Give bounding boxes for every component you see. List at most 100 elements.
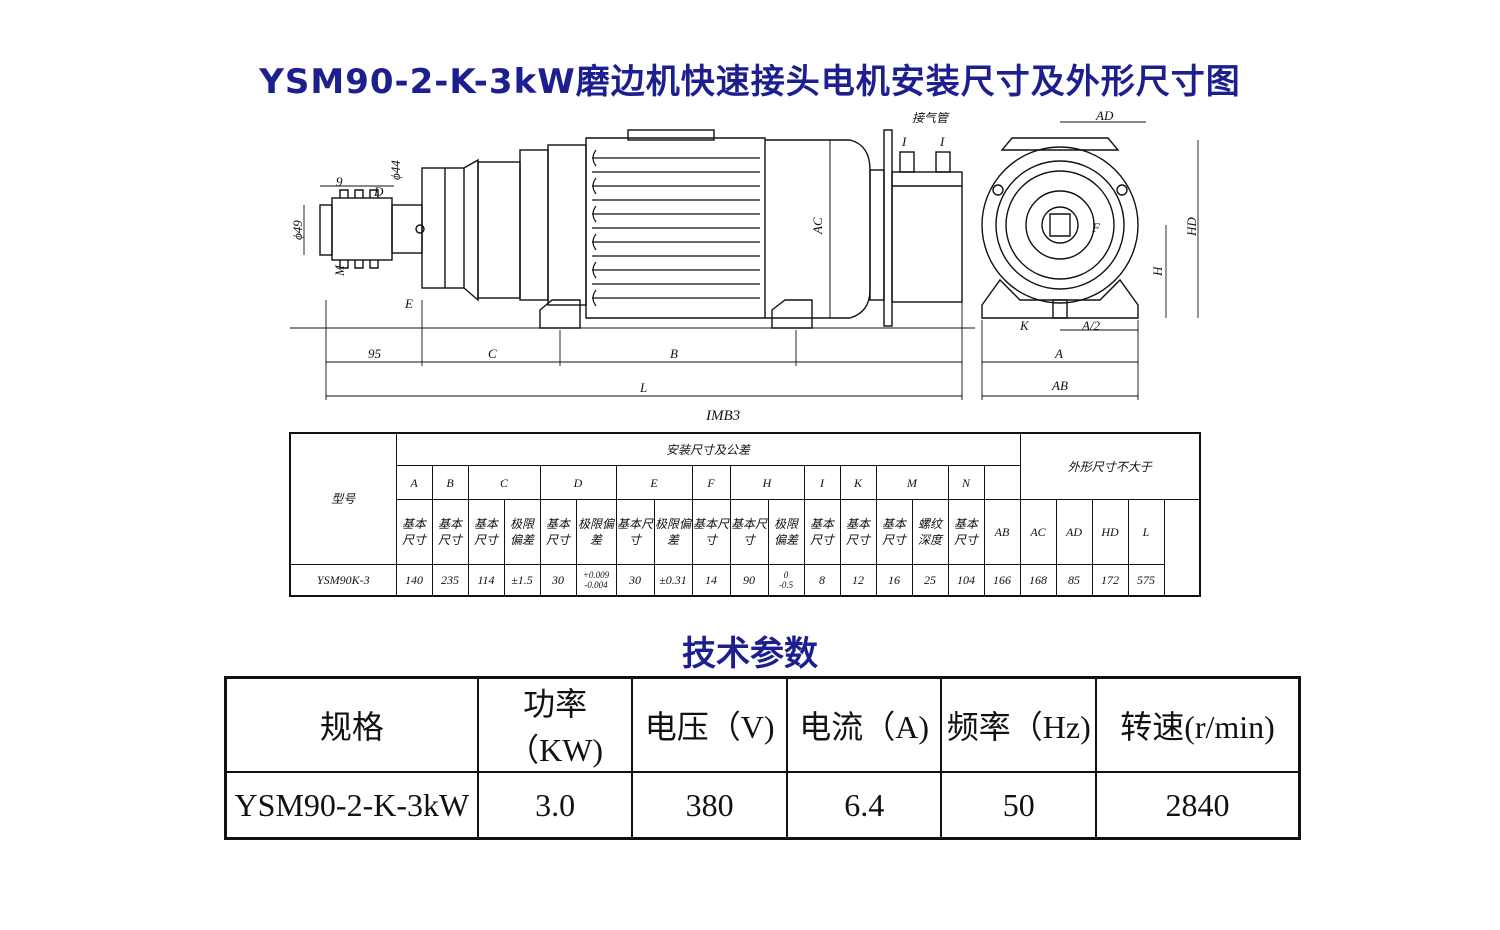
dim-ab-label: AB: [1051, 378, 1068, 393]
cell-ab: 166: [983, 564, 1021, 597]
air-pipe-label: 接气管: [912, 111, 950, 125]
col-f: F: [691, 465, 731, 500]
dim-phi49-label: ϕ49: [290, 220, 305, 240]
cell-d-tol-lo: -0.004: [584, 580, 608, 590]
outline-group-header: 外形尺寸不大于: [1019, 432, 1201, 500]
tech-value-spec: YSM90-2-K-3kW: [224, 771, 479, 840]
cell-a: 140: [395, 564, 433, 597]
col-ad: AD: [1055, 499, 1093, 565]
dim-m-label: M: [332, 264, 347, 277]
sub-basic: 基本尺寸: [947, 499, 985, 565]
sub-thread: 螺纹深度: [911, 499, 949, 565]
tech-header-speed: 转速(r/min): [1095, 676, 1301, 773]
table-row: YSM90K-3 140 235 114 ±1.5 30 +0.009-0.00…: [289, 564, 1200, 597]
cell-l: 575: [1127, 564, 1165, 597]
sub-basic: 基本尺寸: [539, 499, 577, 565]
sub-basic: 基本尺寸: [729, 499, 769, 565]
tech-value-power: 3.0: [476, 771, 634, 840]
tech-params-table: 规格 功率（KW) 电压（V) 电流（A) 频率（Hz) 转速(r/min) Y…: [224, 676, 1301, 840]
dim-i-label-1: I: [901, 134, 907, 149]
dim-ad-label: AD: [1095, 108, 1114, 123]
dim-e-label: E: [404, 296, 413, 311]
cell-e-tol: ±0.31: [653, 564, 693, 597]
page-title: YSM90-2-K-3kW磨边机快速接头电机安装尺寸及外形尺寸图: [259, 62, 1241, 102]
tech-header-current: 电流（A): [785, 676, 943, 773]
table-row: YSM90-2-K-3kW 3.0 380 6.4 50 2840: [224, 771, 1301, 840]
tech-header-spec: 规格: [224, 676, 479, 773]
sub-basic: 基本尺寸: [691, 499, 731, 565]
dim-k-label: K: [1019, 318, 1030, 333]
tech-header-row: 规格 功率（KW) 电压（V) 电流（A) 频率（Hz) 转速(r/min): [224, 676, 1301, 773]
dim-hd-label: HD: [1184, 217, 1199, 237]
tech-header-frequency: 频率（Hz): [940, 676, 1098, 773]
col-k: K: [839, 465, 877, 500]
tech-params-title: 技术参数: [682, 634, 818, 674]
cell-hd: 172: [1091, 564, 1129, 597]
col-c: C: [467, 465, 541, 500]
dim-f-label: F: [1091, 220, 1101, 235]
dimension-table: 型号 安装尺寸及公差 外形尺寸不大于 A B C D E F H I K M N…: [289, 432, 1201, 597]
col-h: H: [729, 465, 805, 500]
tech-value-speed: 2840: [1095, 771, 1301, 840]
col-ab: AB: [983, 499, 1021, 565]
sub-basic: 基本尺寸: [431, 499, 469, 565]
col-hd: HD: [1091, 499, 1129, 565]
sub-basic: 基本尺寸: [395, 499, 433, 565]
dim-a-label: A: [1054, 346, 1063, 361]
sub-tol: 极限偏差: [653, 499, 693, 565]
tech-value-voltage: 380: [631, 771, 788, 840]
cell-ac: 168: [1019, 564, 1057, 597]
sub-tol: 极限偏差: [767, 499, 805, 565]
sub-tol: 极限偏差: [575, 499, 617, 565]
cell-f: 14: [691, 564, 731, 597]
motor-drawing: 9 D ϕ44 ϕ49 M E AC I I 接气管 95 C B L AD H…: [290, 108, 1199, 424]
cell-b: 235: [431, 564, 469, 597]
col-d: D: [539, 465, 617, 500]
col-a: A: [395, 465, 433, 500]
sub-basic: 基本尺寸: [875, 499, 913, 565]
cell-d: 30: [539, 564, 577, 597]
dim-ac-label: AC: [810, 217, 825, 235]
cell-h-tol: 0-0.5: [767, 564, 805, 597]
col-i: I: [803, 465, 841, 500]
sub-basic: 基本尺寸: [803, 499, 841, 565]
tech-value-current: 6.4: [785, 771, 943, 840]
cell-ad: 85: [1055, 564, 1093, 597]
col-ac: AC: [1019, 499, 1057, 565]
sub-tol: 极限偏差: [503, 499, 541, 565]
cell-c-tol: ±1.5: [503, 564, 541, 597]
cell-h-tol-hi: 0: [783, 570, 789, 580]
row-model: YSM90K-3: [289, 564, 397, 597]
cell-k: 12: [839, 564, 877, 597]
col-b: B: [431, 465, 469, 500]
col-n: N: [947, 465, 985, 500]
col-l: L: [1127, 499, 1165, 565]
cell-e: 30: [615, 564, 655, 597]
cell-m: 16: [875, 564, 913, 597]
cell-d-tol-hi: +0.009: [582, 570, 610, 580]
cell-c: 114: [467, 564, 505, 597]
cell-n: 104: [947, 564, 985, 597]
col-m: M: [875, 465, 949, 500]
cell-i: 8: [803, 564, 841, 597]
dim-d-label: D: [373, 184, 384, 199]
dim-9-label: 9: [336, 174, 343, 189]
cell-m-thread: 25: [911, 564, 949, 597]
col-e: E: [615, 465, 693, 500]
dim-phi44-label: ϕ44: [388, 160, 403, 180]
dim-b-label: B: [670, 346, 678, 361]
tech-header-voltage: 电压（V): [631, 676, 788, 773]
cell-h: 90: [729, 564, 769, 597]
dim-c-label: C: [488, 346, 497, 361]
dim-95-label: 95: [368, 346, 382, 361]
cell-h-tol-lo: -0.5: [778, 580, 794, 590]
sub-basic: 基本尺寸: [615, 499, 655, 565]
model-header: 型号: [289, 432, 397, 565]
dim-h-label: H: [1150, 266, 1165, 277]
cell-d-tol: +0.009-0.004: [575, 564, 617, 597]
install-group-header: 安装尺寸及公差: [395, 432, 1021, 466]
sub-basic: 基本尺寸: [467, 499, 505, 565]
tech-header-power: 功率（KW): [476, 676, 634, 773]
tech-value-frequency: 50: [940, 771, 1098, 840]
dim-a2-label: A/2: [1081, 318, 1101, 333]
